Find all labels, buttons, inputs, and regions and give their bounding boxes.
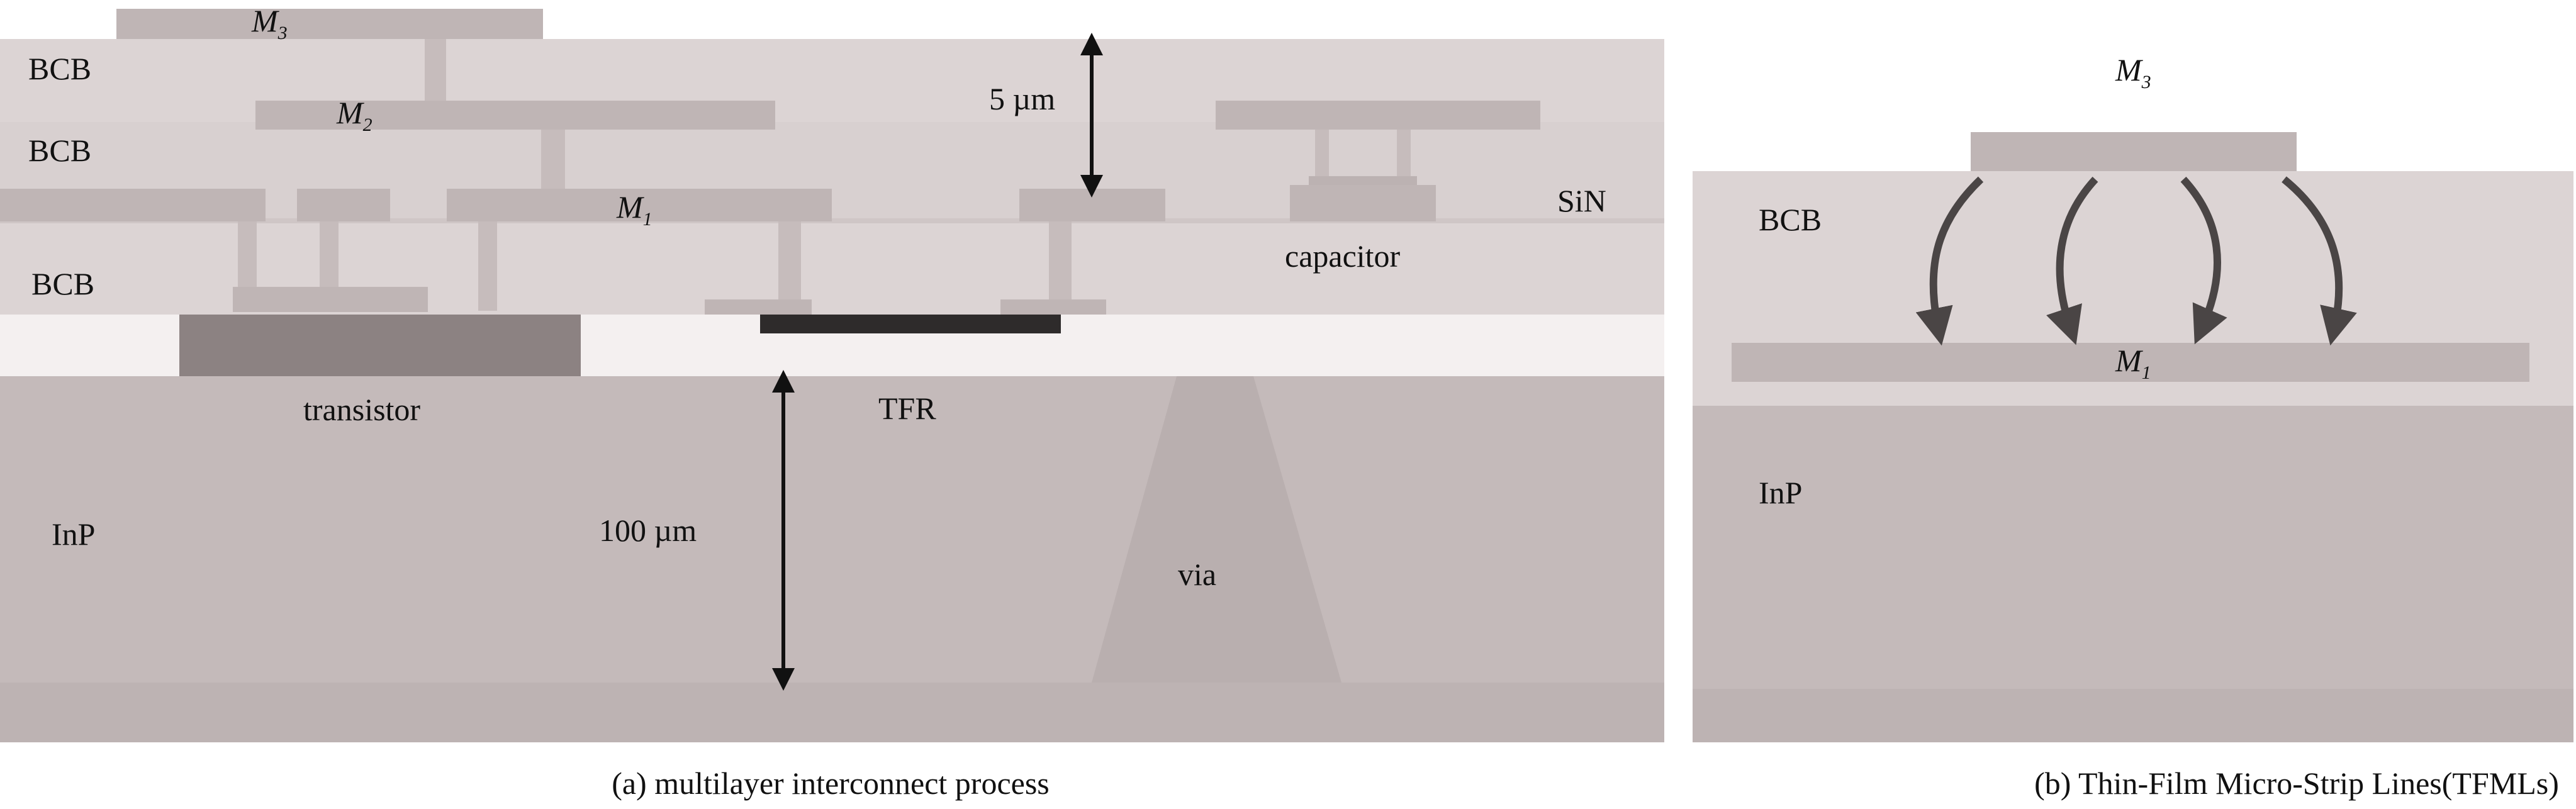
inp-substrate [0,376,1664,742]
m2-line-right [1216,101,1540,130]
field-arrow-2 [2046,176,2098,345]
m1-line-1 [0,189,266,221]
panel-b-diagram: M3 M1 BCB InP (b) Thin-Film Micro-Strip … [1693,52,2573,801]
via-shape [1092,376,1341,683]
caption-b: (b) Thin-Film Micro-Strip Lines(TFMLs) [2034,766,2559,801]
inp-bottom-band [0,683,1664,742]
label-sin: SiN [1557,183,1606,218]
label-capacitor: capacitor [1285,238,1401,274]
m1-line-3 [447,189,832,221]
label-inp-b: InP [1759,475,1802,510]
caption-a: (a) multilayer interconnect process [612,766,1050,801]
label-m1-a: M1 [616,189,652,230]
label-bcb-top: BCB [28,51,91,86]
m2-via [541,130,565,190]
m1-via-3 [478,221,497,311]
transistor-body [179,315,581,376]
inp-substrate-b [1693,406,2573,742]
panel-a-diagram: BCB BCB BCB SiN InP M3 M2 M1 5 µm 100 µm… [0,3,1664,801]
sin-layer [0,218,1664,223]
tfr-pad-right [1000,299,1106,315]
field-arrow-1 [1915,176,1984,346]
label-m1-b: M1 [2115,343,2151,383]
m3-strip-b [1971,132,2297,171]
label-via: via [1178,557,1216,592]
tfr-pad-left [705,299,812,315]
inp-bottom-band-b [1693,689,2573,742]
capacitor-post-left [1315,130,1329,180]
m1-via-1 [238,221,257,287]
m3-line [116,9,543,39]
label-m3-a: M3 [251,3,288,43]
label-tfr: TFR [878,391,936,426]
label-bcb-thickness: 5 µm [989,81,1055,116]
label-m3-b: M3 [2115,52,2151,92]
field-arrow-3 [2180,176,2227,345]
m1-strip-b [1732,343,2529,382]
m1-line-2 [297,189,390,221]
label-substrate-thickness: 100 µm [599,513,697,548]
label-inp-a: InP [52,516,95,552]
capacitor-post-right [1397,130,1411,180]
m3-via [425,39,446,101]
label-transistor: transistor [303,392,420,427]
capacitor-body [1290,185,1436,221]
transistor-top-contact [233,287,428,312]
m2-line-left [255,101,775,130]
field-arrow-4 [2282,176,2357,346]
m1-line-4 [1019,189,1165,221]
label-m2-a: M2 [336,95,372,135]
m1-via-4 [778,221,801,301]
label-bcb-mid: BCB [28,133,91,168]
m1-via-5 [1049,221,1072,301]
tfr-resistor [760,315,1061,333]
capacitor-top-plate [1309,176,1417,185]
label-bcb-b: BCB [1759,202,1822,237]
m1-via-2 [320,221,339,287]
label-bcb-bot: BCB [31,266,94,301]
